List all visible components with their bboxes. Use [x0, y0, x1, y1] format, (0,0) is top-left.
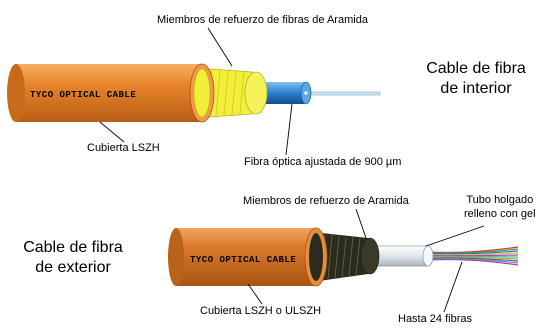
outdoor-jacket: TYCO OPTICAL CABLE	[168, 227, 328, 287]
fiber-strand	[427, 248, 519, 254]
title-outdoor: Cable de fibra de exterior	[8, 238, 138, 278]
indoor-cable: TYCO OPTICAL CABLE	[7, 63, 381, 123]
fiber-strand	[427, 246, 519, 254]
outdoor-cable: TYCO OPTICAL CABLE	[168, 227, 519, 287]
label-outdoor-aramid: Miembros de refuerzo de Aramida	[243, 195, 409, 207]
fiber-strand	[427, 255, 519, 258]
outdoor-aramid-armor	[312, 232, 380, 282]
indoor-jacket: TYCO OPTICAL CABLE	[7, 63, 215, 123]
outdoor-fiber-bundle	[427, 246, 519, 266]
label-outdoor-jacket: Cubierta LSZH o ULSZH	[200, 305, 322, 317]
title-indoor: Cable de fibra de interior	[416, 59, 536, 99]
label-outdoor-fibers: Hasta 24 fibras	[398, 313, 472, 325]
label-indoor-aramid: Miembros de refuerzo de fibras de Aramid…	[157, 14, 368, 26]
label-indoor-jacket: Cubierta LSZH	[87, 142, 160, 154]
leader-indoor-jacket	[99, 121, 125, 143]
title-indoor-line1: Cable de fibra	[426, 60, 526, 77]
leader-indoor-aramid	[207, 27, 233, 67]
leader-outdoor-fibers	[443, 261, 463, 313]
indoor-jacket-print: TYCO OPTICAL CABLE	[30, 90, 136, 100]
fiber-strand	[427, 252, 519, 256]
outdoor-loose-tube	[371, 245, 434, 267]
indoor-tight-buffer	[258, 81, 312, 105]
leader-outdoor-jacket	[247, 283, 263, 305]
label-outdoor-tube: Tubo holgado relleno con gel	[464, 193, 536, 221]
indoor-leader-lines	[99, 27, 293, 156]
label-outdoor-tube-line2: relleno con gel	[464, 208, 536, 220]
fiber-strand	[427, 250, 519, 255]
label-outdoor-tube-line1: Tubo holgado	[466, 194, 534, 206]
fiber-strand	[427, 254, 519, 257]
leader-indoor-fiber	[285, 103, 293, 156]
title-indoor-line2: de interior	[440, 80, 512, 97]
title-outdoor-line1: Cable de fibra	[23, 239, 123, 256]
fiber-strand	[427, 258, 519, 264]
fiber-strand	[427, 257, 519, 262]
leader-outdoor-aramid	[355, 208, 367, 239]
fiber-strand	[427, 258, 519, 266]
outdoor-jacket-print: TYCO OPTICAL CABLE	[190, 255, 296, 265]
label-indoor-fiber: Fibra óptica ajustada de 900 µm	[244, 156, 402, 168]
leader-outdoor-tube	[425, 225, 485, 247]
outdoor-leader-lines	[247, 208, 485, 313]
fiber-strand	[427, 256, 519, 260]
title-outdoor-line2: de exterior	[35, 259, 111, 276]
indoor-fiber-strand	[299, 91, 381, 96]
